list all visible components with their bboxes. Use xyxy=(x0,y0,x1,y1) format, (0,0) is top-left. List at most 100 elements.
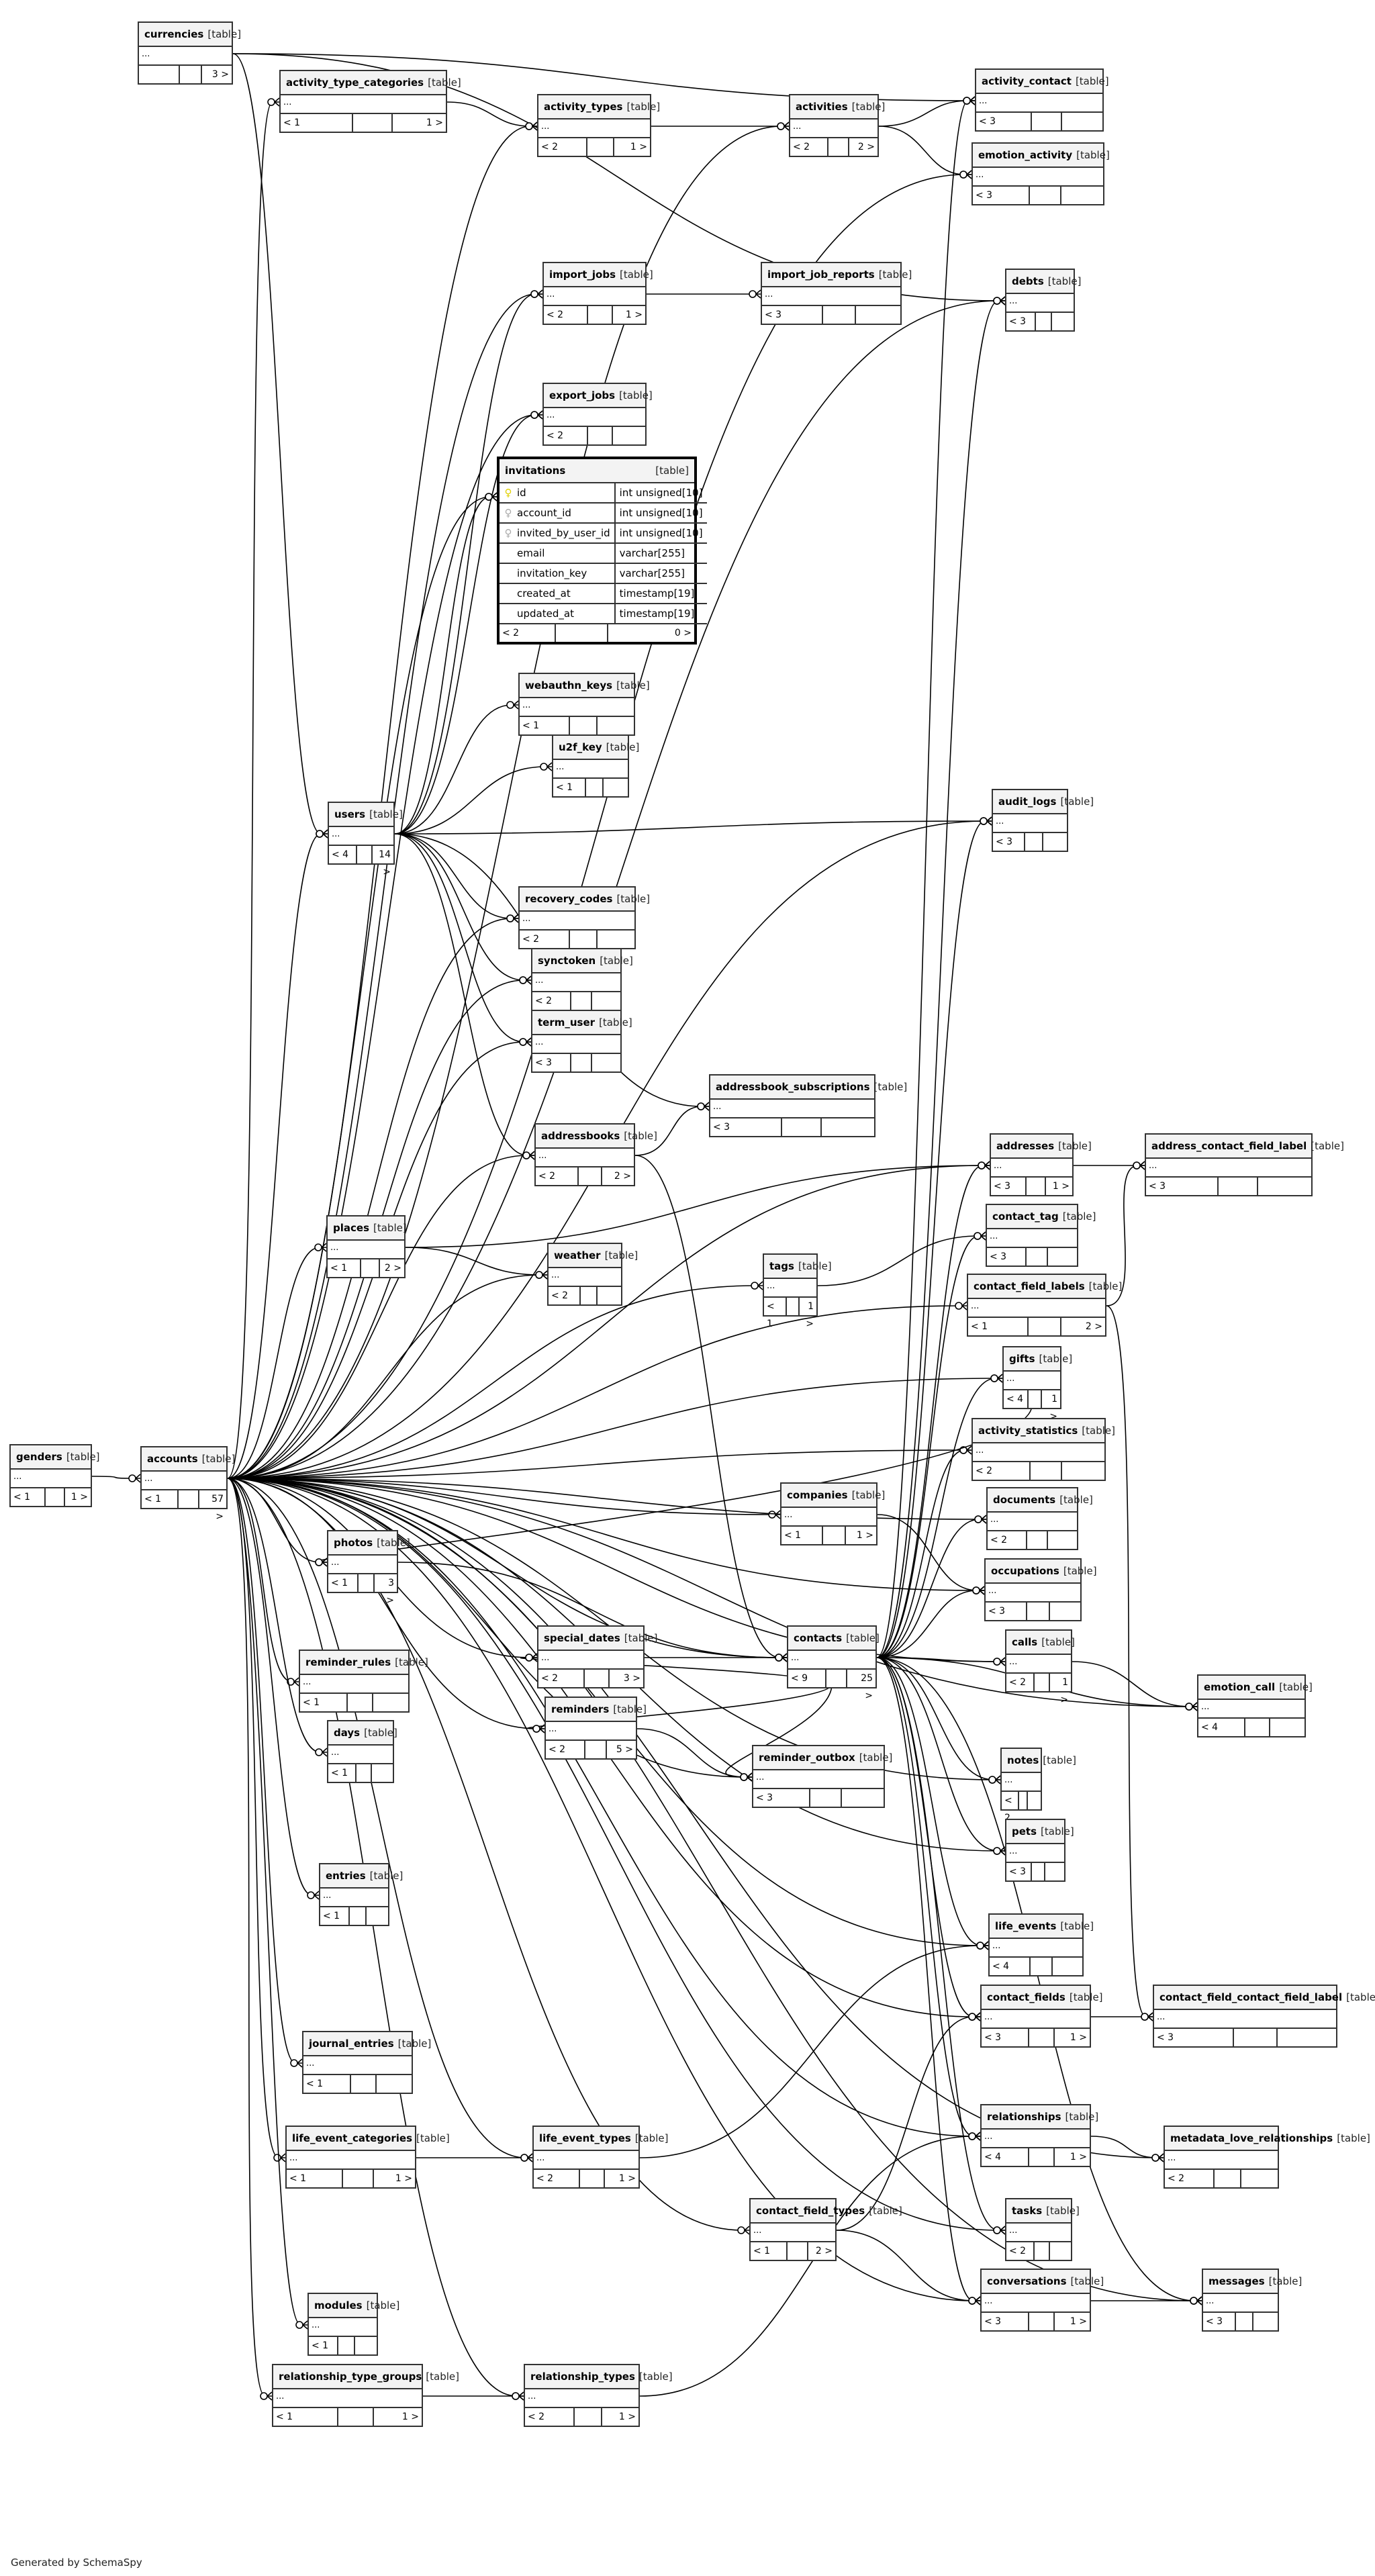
child-count[interactable] xyxy=(1278,2029,1336,2046)
parent-count[interactable]: < 3 xyxy=(976,113,1032,130)
columns-collapsed[interactable]: ... xyxy=(532,973,620,992)
parent-count[interactable]: < 1 xyxy=(328,1574,359,1592)
child-count[interactable]: 0 > xyxy=(674,628,692,638)
columns-collapsed[interactable]: ... xyxy=(982,2130,1090,2148)
columns-collapsed[interactable]: ... xyxy=(273,2389,422,2408)
child-count[interactable] xyxy=(1253,2313,1278,2330)
columns-collapsed[interactable]: ... xyxy=(1203,2294,1278,2313)
child-count[interactable]: 1 > xyxy=(70,1492,88,1502)
parent-count[interactable]: < 3 xyxy=(753,1789,811,1807)
columns-collapsed[interactable]: ... xyxy=(320,1889,388,1907)
parent-count[interactable]: < 2 xyxy=(534,2170,580,2187)
columns-collapsed[interactable]: ... xyxy=(990,1939,1082,1958)
child-count[interactable]: 1 > xyxy=(856,1530,873,1541)
table-entries[interactable]: entries[table]...< 1 xyxy=(319,1863,403,1926)
child-count[interactable] xyxy=(372,1764,393,1782)
child-count[interactable] xyxy=(1045,1863,1064,1880)
child-count[interactable]: 1 > xyxy=(1052,1181,1070,1192)
table-synctoken[interactable]: synctoken[table]...< 2 xyxy=(531,948,633,1011)
parent-count[interactable]: < 2 xyxy=(536,1167,579,1185)
columns-collapsed[interactable]: ... xyxy=(988,1513,1077,1531)
columns-collapsed[interactable]: ... xyxy=(781,1508,876,1527)
parent-count[interactable]: < 3 xyxy=(762,306,823,324)
parent-count[interactable]: < 2 xyxy=(1006,2242,1035,2260)
child-count[interactable] xyxy=(373,1694,408,1711)
columns-collapsed[interactable]: ... xyxy=(1002,1773,1041,1792)
child-count[interactable]: 1 > xyxy=(618,2412,636,2422)
columns-collapsed[interactable]: ... xyxy=(309,2318,377,2337)
child-count[interactable] xyxy=(613,427,645,444)
parent-count[interactable]: < 2 xyxy=(988,1531,1027,1549)
parent-count[interactable]: < 3 xyxy=(1006,1863,1032,1880)
columns-collapsed[interactable]: ... xyxy=(287,2151,415,2170)
parent-count[interactable]: < 1 xyxy=(781,1527,824,1544)
table-debts[interactable]: debts[table]...< 3 xyxy=(1005,269,1081,332)
child-count[interactable] xyxy=(1043,833,1067,851)
child-count[interactable] xyxy=(1241,2170,1278,2187)
child-count[interactable]: 1 > xyxy=(426,117,443,128)
parent-count[interactable]: < 2 xyxy=(520,931,571,948)
child-count[interactable] xyxy=(1052,313,1074,330)
table-reminder-rules[interactable]: reminder_rules[table]...< 1 xyxy=(299,1650,428,1713)
parent-count[interactable]: < 2 xyxy=(790,138,829,156)
child-count[interactable]: 1 > xyxy=(630,142,647,152)
columns-collapsed[interactable]: ... xyxy=(1198,1700,1305,1719)
columns-collapsed[interactable]: ... xyxy=(329,827,393,846)
child-count[interactable] xyxy=(842,1789,884,1807)
columns-collapsed[interactable]: ... xyxy=(1006,1844,1064,1863)
child-count[interactable]: 1 > xyxy=(1070,2152,1087,2162)
columns-collapsed[interactable]: ... xyxy=(986,1584,1080,1603)
table-emotion-call[interactable]: emotion_call[table]...< 4 xyxy=(1197,1674,1313,1737)
columns-collapsed[interactable]: ... xyxy=(544,287,645,306)
table-currencies[interactable]: currencies[table]...3 > xyxy=(138,21,241,85)
child-count[interactable] xyxy=(1258,1178,1311,1195)
columns-collapsed[interactable]: ... xyxy=(710,1100,874,1118)
columns-collapsed[interactable]: ... xyxy=(553,760,628,779)
columns-collapsed[interactable]: ... xyxy=(1006,2224,1071,2242)
parent-count[interactable]: < 4 xyxy=(329,846,358,863)
columns-collapsed[interactable]: ... xyxy=(538,120,650,138)
columns-collapsed[interactable]: ... xyxy=(525,2389,638,2408)
columns-collapsed[interactable]: ... xyxy=(788,1651,875,1670)
child-count[interactable]: 3 > xyxy=(211,69,229,80)
child-count[interactable] xyxy=(1270,1719,1305,1736)
parent-count[interactable]: < 1 xyxy=(287,2170,344,2187)
parent-count[interactable]: < 2 xyxy=(1002,1792,1019,1823)
child-count[interactable]: 1 > xyxy=(395,2173,412,2184)
child-count[interactable]: 1 > xyxy=(1049,1394,1057,1422)
columns-collapsed[interactable]: ... xyxy=(532,1035,620,1054)
parent-count[interactable]: < 3 xyxy=(987,1248,1027,1266)
columns-collapsed[interactable]: ... xyxy=(328,1241,404,1259)
child-count[interactable] xyxy=(1062,1462,1104,1480)
parent-count[interactable]: < 1 xyxy=(281,114,354,132)
parent-count[interactable]: < 3 xyxy=(1006,313,1036,330)
columns-collapsed[interactable]: ... xyxy=(982,2010,1090,2029)
child-count[interactable] xyxy=(598,717,634,734)
table-export-jobs[interactable]: export_jobs[table]...< 2 xyxy=(542,383,653,446)
parent-count[interactable]: < 1 xyxy=(328,1764,357,1782)
parent-count[interactable]: < 4 xyxy=(990,1958,1031,1975)
columns-collapsed[interactable]: ... xyxy=(549,1268,621,1287)
parent-count[interactable]: < 4 xyxy=(1198,1719,1245,1736)
parent-count[interactable]: < 1 xyxy=(328,1259,362,1277)
child-count[interactable]: 2 > xyxy=(815,2246,833,2256)
table-emotion-activity[interactable]: emotion_activity[table]...< 3 xyxy=(971,142,1110,205)
parent-count[interactable]: < 3 xyxy=(532,1054,571,1071)
columns-collapsed[interactable]: ... xyxy=(982,2294,1090,2313)
columns-collapsed[interactable]: ... xyxy=(976,94,1102,113)
child-count[interactable] xyxy=(856,306,900,324)
child-count[interactable] xyxy=(1028,1792,1041,1809)
parent-count[interactable]: < 1 xyxy=(300,1694,348,1711)
parent-count[interactable]: < 2 xyxy=(1165,2170,1215,2187)
parent-count[interactable] xyxy=(139,66,180,83)
